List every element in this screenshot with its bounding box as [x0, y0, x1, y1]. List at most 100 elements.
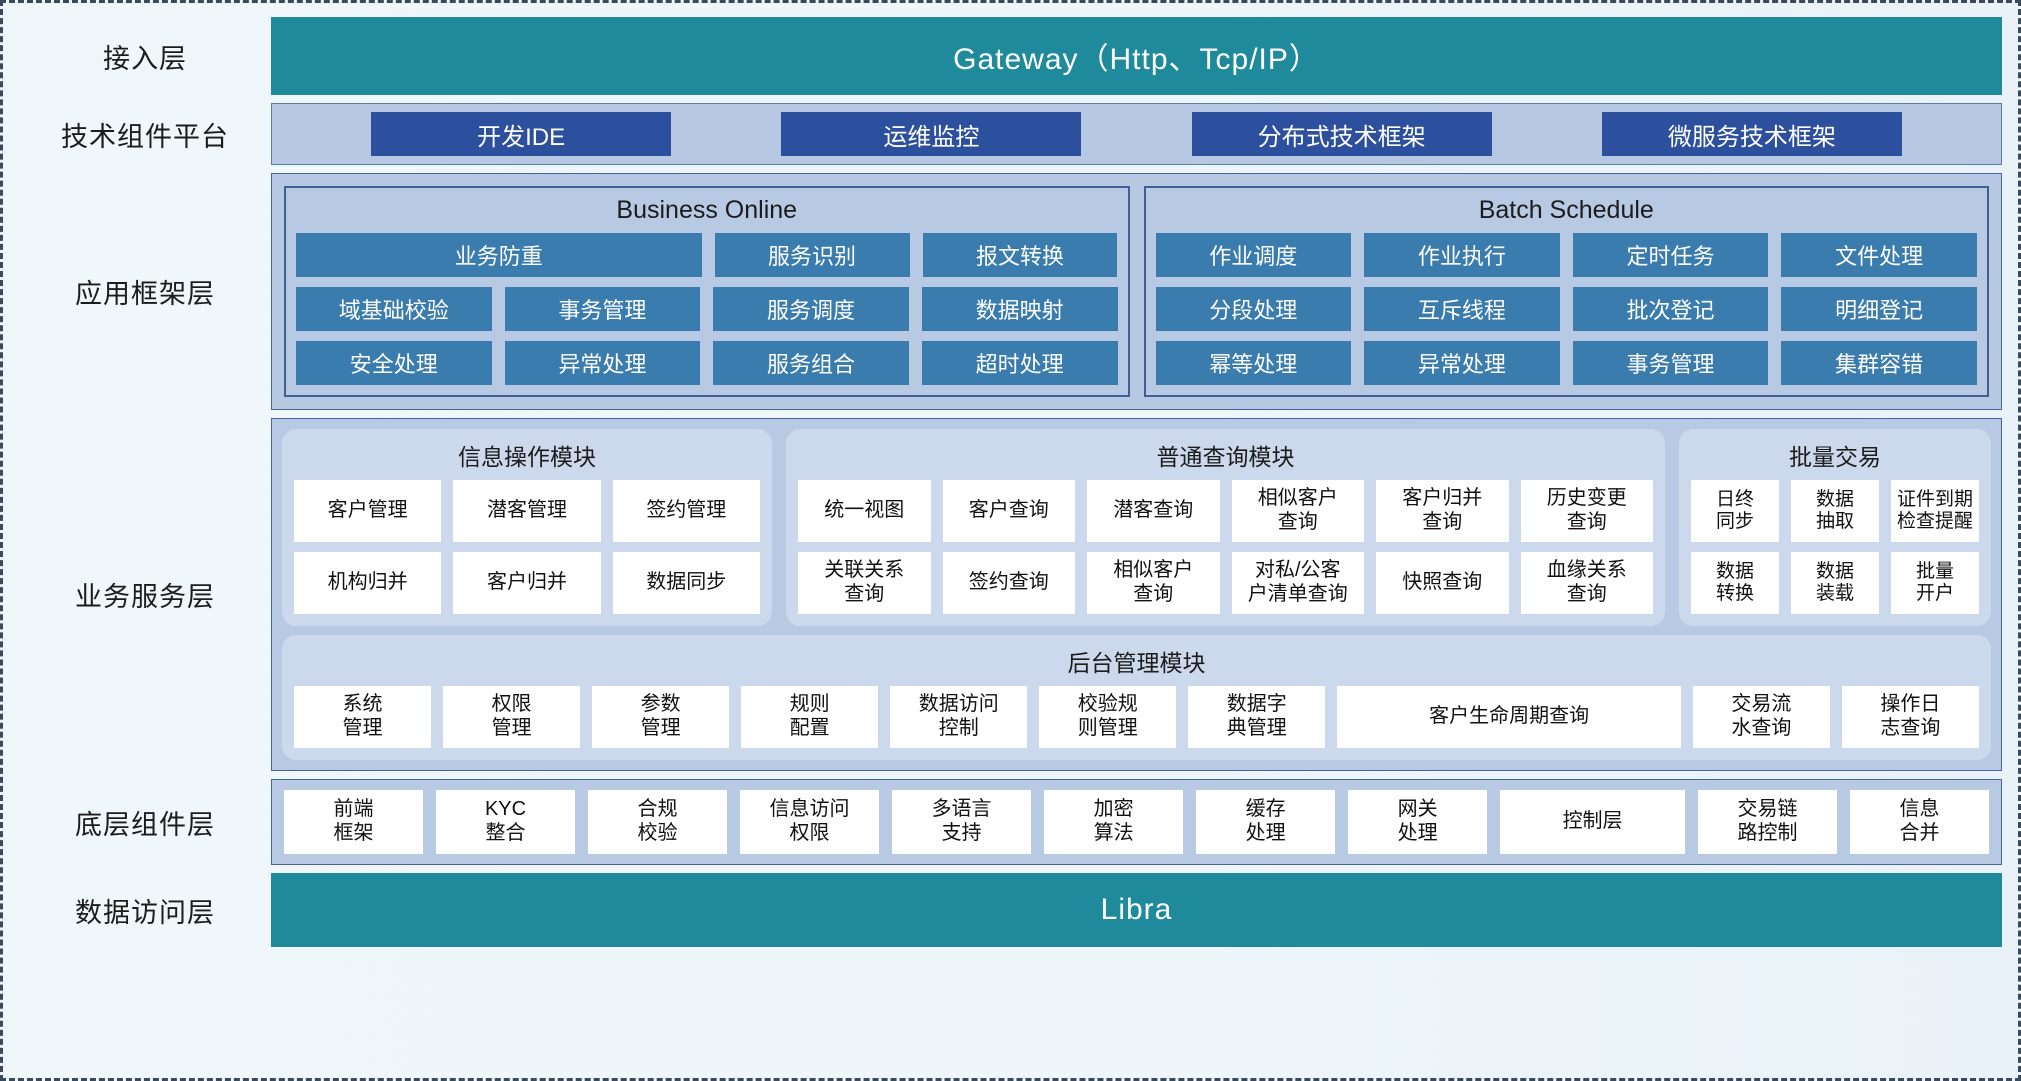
framework-cell[interactable]: 超时处理 [921, 341, 1118, 385]
service-card-label: 缓存处理 [1245, 798, 1286, 844]
framework-cell[interactable]: 服务识别 [714, 233, 910, 277]
service-card[interactable]: 客户归并查询 [1376, 480, 1509, 542]
service-card[interactable]: 参数管理 [592, 686, 730, 748]
framework-cell[interactable]: 异常处理 [1364, 341, 1560, 385]
service-lines: 客户管理 潜客管理 签约管理机构归并客户归并数据同步 [294, 480, 760, 614]
service-card[interactable]: 客户管理 [294, 480, 442, 542]
service-card-label: 客户归并查询 [1402, 487, 1483, 533]
framework-cell[interactable]: 业务防重 [296, 233, 702, 277]
service-card[interactable]: 加密算法 [1044, 790, 1184, 854]
service-card[interactable]: 交易流水查询 [1692, 686, 1830, 748]
service-card[interactable]: 数据访问控制 [890, 686, 1028, 748]
framework-cell[interactable]: 服务组合 [713, 341, 909, 385]
framework-row: 业务防重服务识别报文转换 [296, 233, 1118, 277]
service-card-label: 数据访问控制 [918, 693, 999, 739]
service-card-label: 信息访问权限 [769, 798, 850, 844]
service-card[interactable]: 交易链路控制 [1698, 790, 1838, 854]
service-card[interactable]: 权限管理 [443, 686, 581, 748]
framework-cell[interactable]: 异常处理 [504, 341, 701, 385]
framework-row: 幂等处理异常处理事务管理集群容错 [1155, 341, 1977, 385]
framework-cell[interactable]: 数据映射 [921, 287, 1118, 331]
tech-chip-3[interactable]: 微服务技术框架 [1601, 112, 1902, 156]
service-card[interactable]: 血缘关系查询 [1520, 552, 1653, 614]
service-group-title: 批量交易 [1789, 444, 1881, 470]
framework-cell[interactable]: 作业调度 [1155, 233, 1352, 277]
framework-cell[interactable]: 分段处理 [1155, 287, 1352, 331]
framework-cell[interactable]: 作业执行 [1364, 233, 1560, 277]
service-card[interactable]: 客户生命周期查询 [1337, 686, 1681, 748]
service-card-label: 数据字典管理 [1226, 693, 1287, 739]
framework-cell[interactable]: 定时任务 [1572, 233, 1769, 277]
service-card[interactable]: 签约查询 [942, 552, 1075, 614]
service-card-label: 系统管理 [342, 693, 383, 739]
service-card[interactable]: 快照查询 [1376, 552, 1509, 614]
service-card[interactable]: 潜客管理 [453, 480, 601, 542]
service-card[interactable]: 日终同步 [1691, 480, 1779, 542]
framework-cell[interactable]: 集群容错 [1781, 341, 1977, 385]
framework-cell[interactable]: 事务管理 [1572, 341, 1769, 385]
service-card[interactable]: 缓存处理 [1196, 790, 1336, 854]
tech-chip-panel: 开发IDE 运维监控 分布式技术框架 微服务技术框架 [271, 103, 2002, 165]
service-card-label: 客户管理 [327, 499, 408, 522]
service-card[interactable]: 数据抽取 [1791, 480, 1879, 542]
service-card[interactable]: 校验规则管理 [1039, 686, 1177, 748]
service-card-label: 快照查询 [1402, 571, 1483, 594]
service-card[interactable]: 客户归并 [453, 552, 601, 614]
framework-cell[interactable]: 幂等处理 [1155, 341, 1352, 385]
service-card[interactable]: 信息访问权限 [740, 790, 880, 854]
service-card[interactable]: 多语言支持 [892, 790, 1032, 854]
service-card[interactable]: 关联关系查询 [798, 552, 931, 614]
framework-cell[interactable]: 服务调度 [713, 287, 909, 331]
libra-bar: Libra [271, 873, 2002, 947]
service-card[interactable]: 前端框架 [284, 790, 424, 854]
service-card[interactable]: 相似客户查询 [1231, 480, 1364, 542]
service-card[interactable]: 规则配置 [741, 686, 879, 748]
framework-cell[interactable]: 域基础校验 [296, 287, 492, 331]
admin-module-title: 后台管理模块 [1067, 650, 1206, 676]
service-card[interactable]: 相似客户查询 [1087, 552, 1220, 614]
tech-chip-0[interactable]: 开发IDE [371, 112, 672, 156]
service-card[interactable]: 合规校验 [588, 790, 728, 854]
service-card[interactable]: 机构归并 [294, 552, 442, 614]
service-card-label: 相似客户查询 [1113, 559, 1194, 605]
service-card[interactable]: 控制层 [1500, 790, 1685, 854]
service-card[interactable]: 数据字典管理 [1188, 686, 1326, 748]
framework-cell[interactable]: 批次登记 [1572, 287, 1769, 331]
service-card[interactable]: 客户查询 [942, 480, 1075, 542]
layer-data-access: 数据访问层 Libra [19, 873, 2002, 947]
tech-chip-2[interactable]: 分布式技术框架 [1191, 112, 1492, 156]
framework-cell[interactable]: 事务管理 [504, 287, 701, 331]
service-card[interactable]: 对私/公客户清单查询 [1231, 552, 1364, 614]
framework-cell[interactable]: 安全处理 [296, 341, 492, 385]
service-card[interactable]: 信息合并 [1850, 790, 1990, 854]
service-card-label: 签约管理 [646, 499, 727, 522]
service-card[interactable]: 批量开户 [1891, 552, 1979, 614]
service-card-label: 前端框架 [333, 798, 374, 844]
service-card-label: 加密算法 [1093, 798, 1134, 844]
service-card[interactable]: 网关处理 [1348, 790, 1488, 854]
service-card[interactable]: 系统管理 [294, 686, 432, 748]
service-card-label: 交易链路控制 [1737, 798, 1798, 844]
service-card[interactable]: 统一视图 [798, 480, 931, 542]
service-card[interactable]: 证件到期检查提醒 [1891, 480, 1979, 542]
service-card-label: 日终同步 [1715, 488, 1754, 532]
service-row: 统一视图客户查询潜客查询相似客户查询客户归并查询历史变更查询 [798, 480, 1653, 542]
tech-chip-1[interactable]: 运维监控 [781, 112, 1082, 156]
service-card[interactable]: 数据同步 [612, 552, 760, 614]
service-group-1: 普通查询模块统一视图客户查询潜客查询相似客户查询客户归并查询历史变更查询关联关系… [786, 429, 1665, 626]
service-card[interactable]: 历史变更查询 [1520, 480, 1653, 542]
service-card[interactable]: 潜客查询 [1087, 480, 1220, 542]
service-card[interactable]: 签约管理 [612, 480, 760, 542]
service-card[interactable]: 数据转换 [1691, 552, 1779, 614]
service-card[interactable]: 数据装载 [1791, 552, 1879, 614]
framework-cell[interactable]: 明细登记 [1781, 287, 1977, 331]
service-card[interactable]: 操作日志查询 [1841, 686, 1979, 748]
layer-label-appframework: 应用框架层 [75, 279, 215, 309]
layer-label-base: 底层组件层 [75, 809, 215, 840]
framework-cell[interactable]: 文件处理 [1781, 233, 1977, 277]
framework-cell[interactable]: 报文转换 [922, 233, 1118, 277]
framework-cell[interactable]: 互斥线程 [1364, 287, 1560, 331]
